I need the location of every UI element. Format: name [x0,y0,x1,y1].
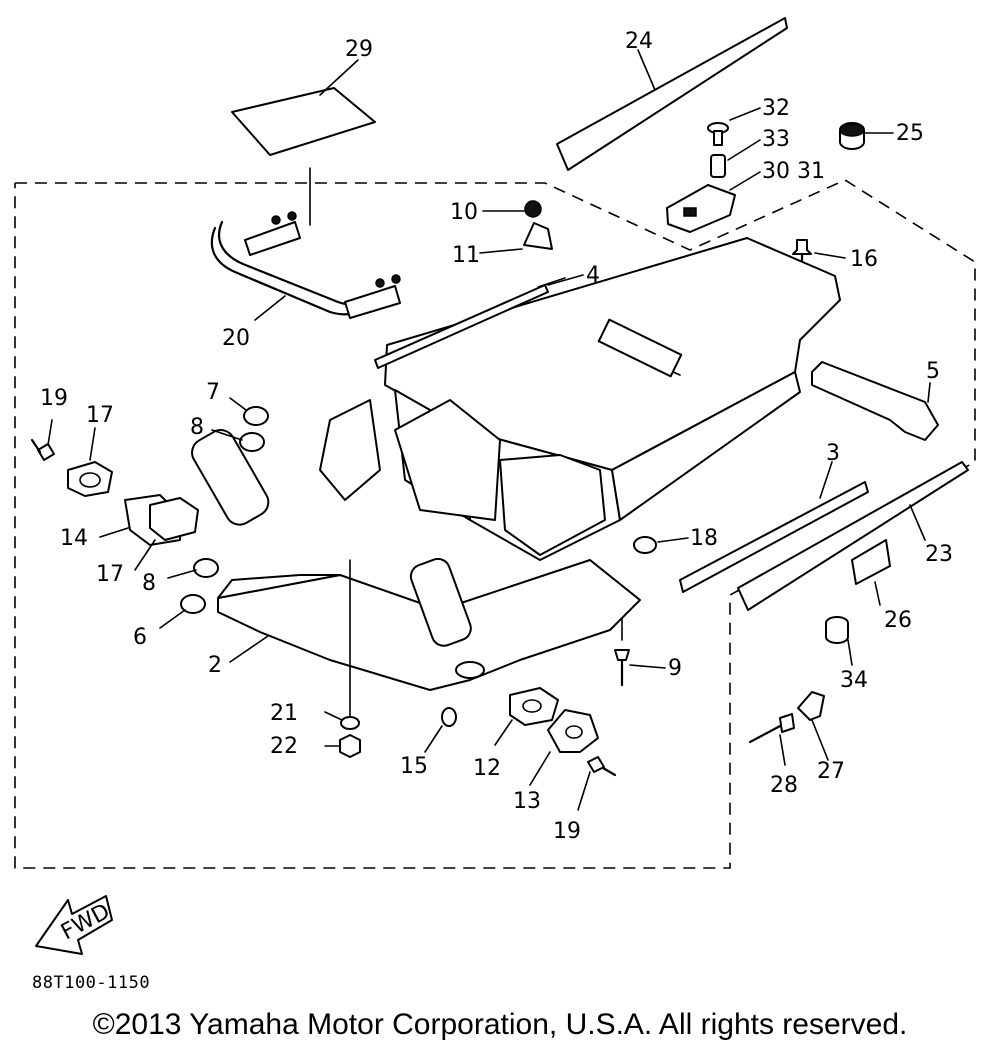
part-7-bushing [229,397,269,426]
part-23-strip [737,461,969,611]
part-8b-bushing [167,558,219,579]
part-12-gasket [494,687,559,746]
callout-7: 7 [206,380,220,405]
callout-32: 32 [762,96,790,121]
part-22-nut [324,734,361,758]
callout-28: 28 [770,773,798,798]
part-24-side-strip [556,17,788,171]
part-19a-bolt [30,419,55,461]
callout-4: 4 [586,263,600,288]
callout-23: 23 [925,542,953,567]
callout-30-31: 30 31 [762,159,825,184]
part-10-nut [482,200,542,218]
callout-20: 20 [222,326,250,351]
callout-17-top: 17 [86,403,114,428]
part-28-screw [748,713,795,766]
callout-13: 13 [513,789,541,814]
callout-21: 21 [270,701,298,726]
part-16-bolt [792,239,846,267]
callout-33: 33 [762,127,790,152]
callout-29: 29 [345,37,373,62]
fwd-arrow-icon: FWD [35,895,114,955]
copyright-notice: ©2013 Yamaha Motor Corporation, U.S.A. A… [92,1008,908,1041]
part-5-bracket [811,361,939,441]
callout-14: 14 [60,526,88,551]
callout-26: 26 [884,608,912,633]
part-29-decal [231,59,376,156]
part-26-label [851,539,891,606]
part-9-bolt [614,599,666,687]
part-4-rail [374,274,584,369]
callout-9: 9 [668,656,682,681]
part-19b-bolt [577,756,617,811]
callout-2: 2 [208,653,222,678]
part-8a-bushing [211,429,265,452]
callout-10: 10 [450,200,478,225]
callout-22: 22 [270,734,298,759]
part-2-front-frame [191,399,641,691]
part-30-bracket [666,171,761,233]
callout-3: 3 [826,441,840,466]
callout-11: 11 [452,243,480,268]
callout-15: 15 [400,754,428,779]
part-34-plug [825,616,853,666]
assembly-boundary [14,179,976,869]
callout-17-bottom: 17 [96,562,124,587]
callout-25: 25 [896,121,924,146]
callout-19-top: 19 [40,386,68,411]
callout-27: 27 [817,759,845,784]
part-3-rail [679,461,869,593]
part-17a-gasket [67,427,113,497]
callout-8-bottom: 8 [142,571,156,596]
part-6-bushing [159,594,206,629]
callout-18: 18 [690,526,718,551]
part-17b-gasket [134,497,199,571]
part-32-screw [707,107,761,146]
part-33-collar [710,139,761,178]
callout-16: 16 [850,247,878,272]
callout-24: 24 [625,29,653,54]
callout-6: 6 [133,625,147,650]
part-20-handle [210,167,401,321]
part-13-housing [529,709,599,786]
diagram-code: 88T100-1150 [32,973,151,993]
callout-8-top: 8 [190,415,204,440]
part-27-clip [797,691,829,761]
part-25-cap [839,122,894,150]
callout-5: 5 [926,359,940,384]
callouts: 29 24 32 33 30 31 25 10 11 16 4 20 5 19 … [40,29,953,844]
part-21-washer [324,559,360,730]
callout-19-bottom: 19 [553,819,581,844]
callout-12: 12 [473,756,501,781]
part-18-grommet [633,536,689,554]
part-15-grommet [424,707,457,753]
part-11-bracket [479,222,553,254]
callout-34: 34 [840,668,868,693]
